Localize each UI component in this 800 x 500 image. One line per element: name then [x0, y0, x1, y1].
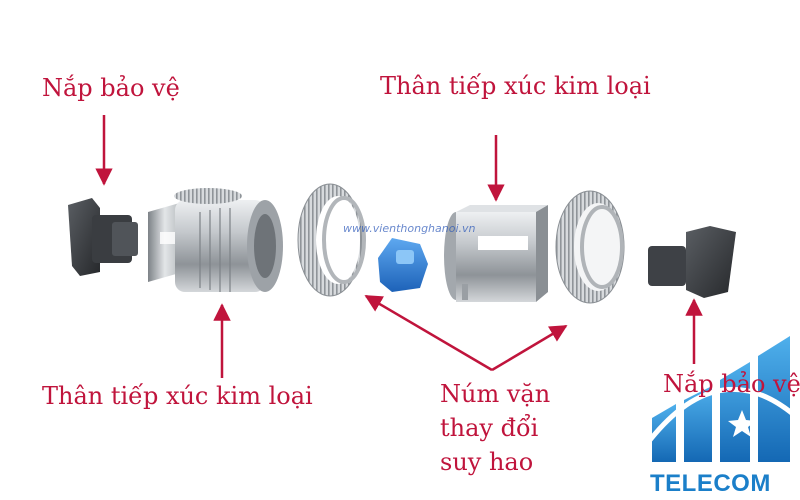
blue-sleeve-part — [378, 238, 428, 292]
attenuation-knob-ring-right — [555, 190, 625, 304]
logo-text: TELECOM — [650, 470, 771, 497]
attenuation-knob-ring-left — [297, 183, 366, 297]
label-knob-line-2: thay đổi — [440, 414, 539, 442]
hn-telecom-logo-icon — [648, 336, 800, 462]
label-metal-body-top: Thân tiếp xúc kim loại — [380, 72, 651, 100]
label-knob-line-1: Núm vặn — [440, 380, 551, 408]
label-dust-cap-right: Nắp bảo vệ — [663, 370, 800, 398]
right-metal-body — [444, 205, 548, 302]
label-dust-cap-left: Nắp bảo vệ — [42, 74, 180, 102]
arrow-knob-right — [491, 324, 568, 372]
label-attenuation-knob: Núm vặn thay đổi suy hao — [440, 377, 550, 479]
watermark-text: www.vienthonghanoi.vn — [343, 222, 476, 235]
right-dust-cap — [648, 226, 736, 298]
label-knob-line-3: suy hao — [440, 448, 534, 476]
left-metal-body — [148, 188, 283, 292]
label-metal-body-bottom: Thân tiếp xúc kim loại — [42, 382, 313, 410]
arrow-knob-left — [364, 294, 493, 372]
left-dust-cap — [68, 198, 138, 276]
